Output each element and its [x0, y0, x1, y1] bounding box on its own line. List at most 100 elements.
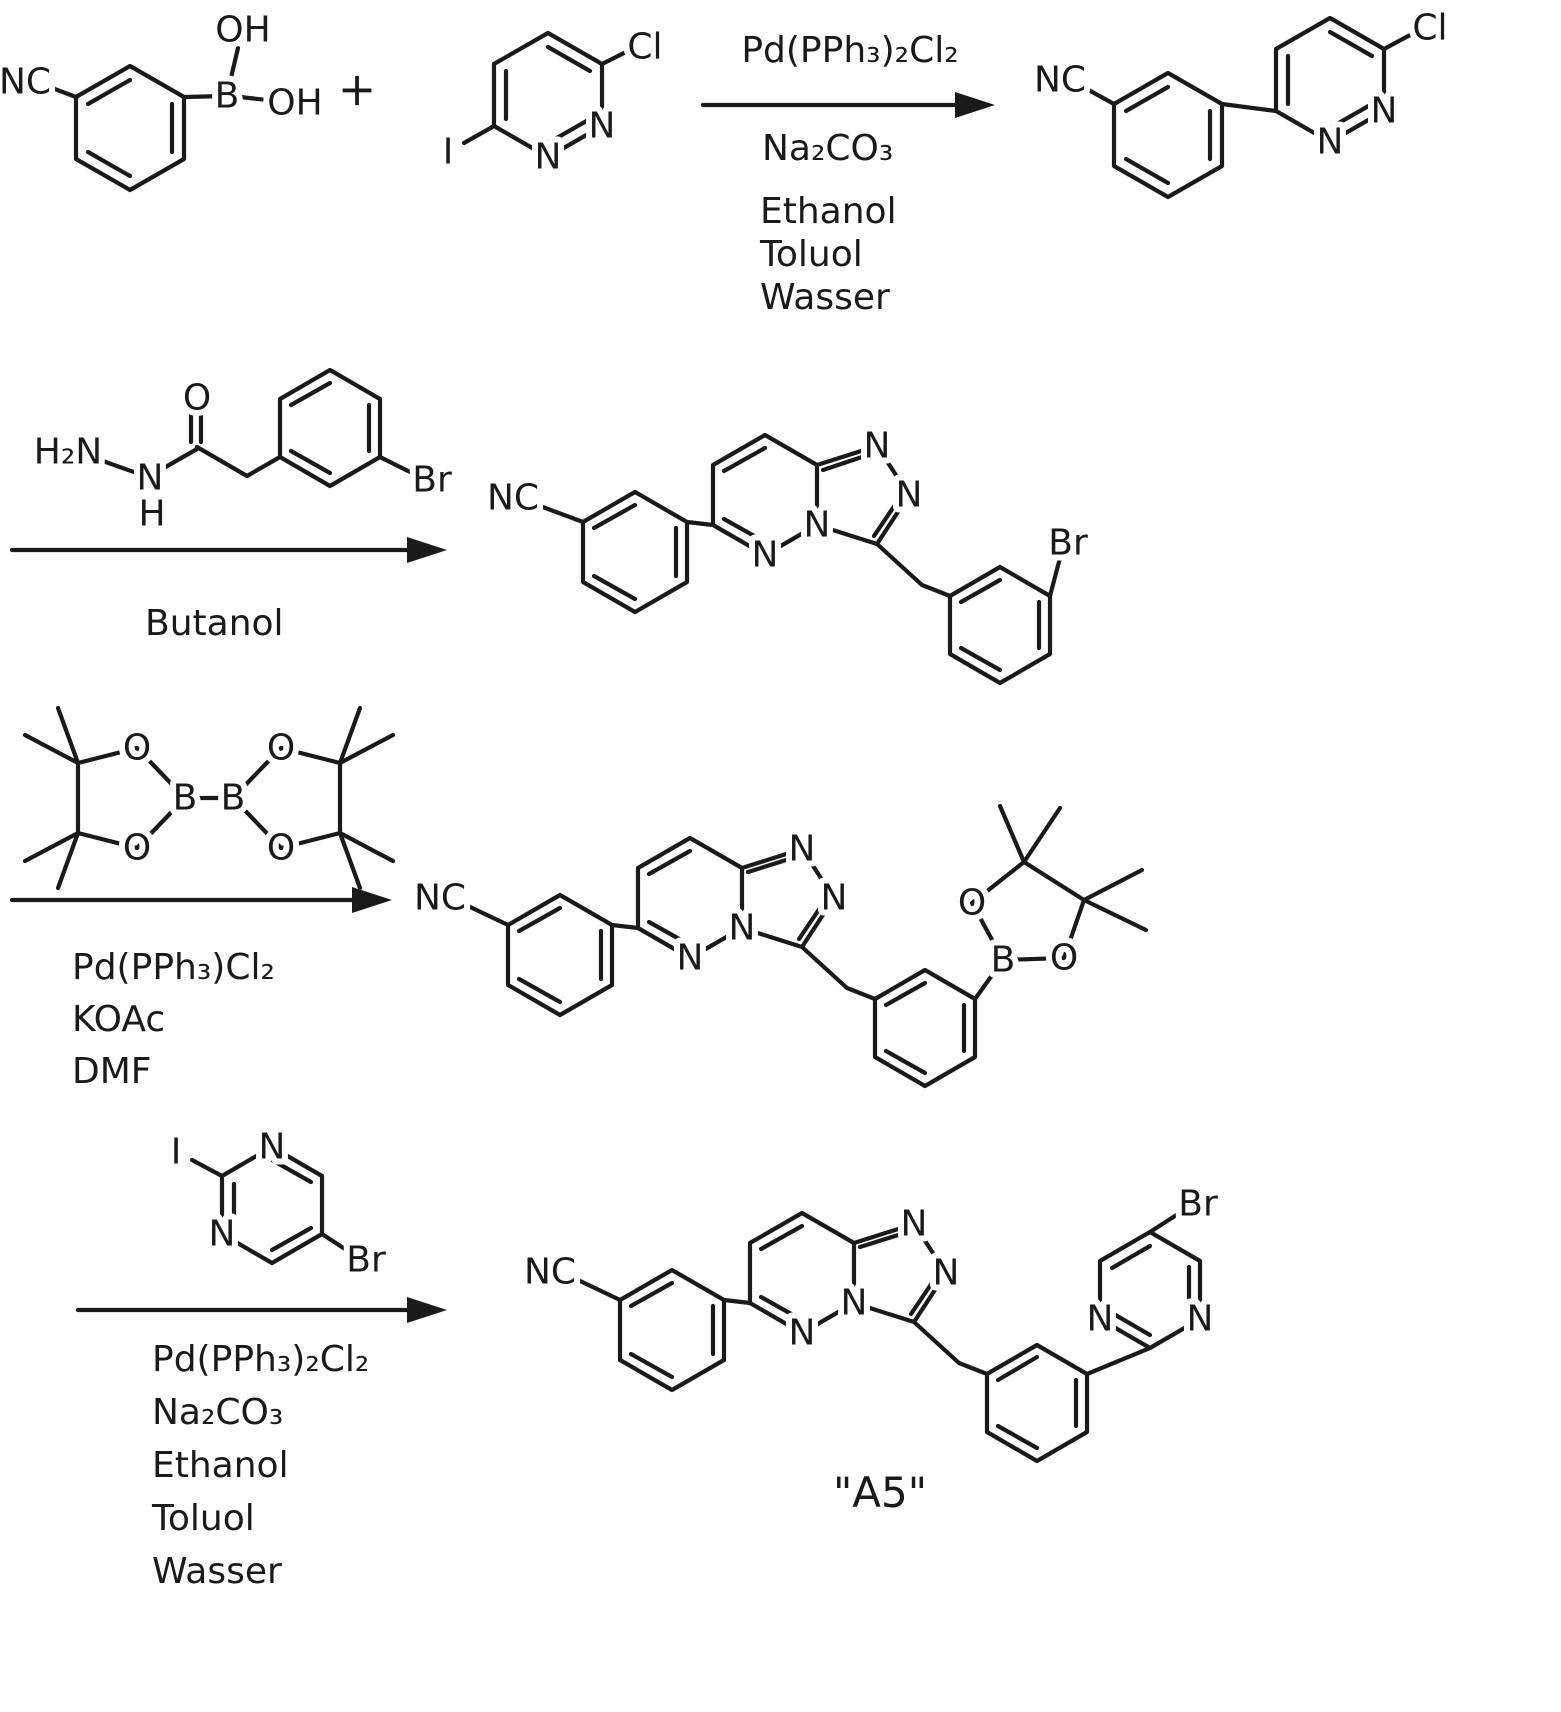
atom-label: N	[1371, 91, 1398, 132]
arrow-head	[407, 1297, 447, 1323]
atom-label: I	[443, 132, 454, 173]
atom-label: O	[958, 883, 986, 924]
step3-condition: DMF	[72, 1051, 152, 1092]
atom-label: Br	[1178, 1184, 1218, 1225]
arrow-head	[955, 92, 995, 118]
bond-path	[1082, 15, 1415, 200]
molecule-final-product-a5: NC N N N N N N Br	[518, 1178, 1224, 1464]
double-bond-path	[231, 1157, 314, 1253]
atom-label: N	[209, 1214, 236, 1255]
step1-condition: Toluol	[760, 234, 863, 275]
atom-label: B	[173, 778, 198, 819]
atom-label: N	[864, 426, 891, 467]
atom-label: Cl	[627, 27, 662, 68]
plus-sign: +	[337, 62, 377, 116]
atom-label: N	[259, 1127, 286, 1168]
step1-condition: Wasser	[760, 277, 890, 318]
bond-path	[97, 367, 413, 489]
atom-label: H₂N	[34, 432, 102, 473]
double-bond-path	[188, 380, 372, 476]
atom-label: OH	[267, 83, 322, 124]
step4-condition: Ethanol	[152, 1445, 289, 1486]
molecule-arylboronic-acid: NC OH B OH	[0, 4, 329, 193]
atom-label: N	[804, 505, 831, 546]
atom-label: NC	[414, 878, 466, 919]
arrow-step-3	[9, 887, 392, 913]
atom-label: N	[1187, 1299, 1214, 1340]
step4-conditions: Pd(PPh₃)₂Cl₂ Na₂CO₃ Ethanol Toluol Wasse…	[152, 1333, 369, 1598]
step1-solvents: Ethanol Toluol Wasser	[760, 190, 897, 319]
bond-path	[537, 432, 1063, 686]
step4-condition: Pd(PPh₃)₂Cl₂	[152, 1339, 370, 1380]
atom-label: I	[171, 1132, 182, 1173]
molecule-bispinacolatodiboron: O O B B O O	[22, 705, 396, 891]
bond-path	[461, 30, 633, 160]
atom-label: Br	[1048, 523, 1088, 564]
arrow-head	[407, 537, 447, 563]
step1-reagent-above: Pd(PPh₃)₂Cl₂	[741, 30, 959, 71]
atom-label: N	[137, 458, 164, 499]
double-bond-path	[1123, 29, 1375, 186]
atom-label: NC	[487, 478, 539, 519]
atom-label: Br	[346, 1240, 386, 1281]
atom-label: O	[267, 828, 295, 869]
product-caption: "A5"	[832, 1468, 928, 1517]
step3-condition: KOAc	[72, 999, 166, 1040]
atom-label: NC	[1034, 60, 1086, 101]
step4-condition: Toluol	[152, 1498, 255, 1539]
bond-path	[49, 45, 279, 193]
atom-label: N	[789, 1313, 816, 1354]
atom-label: O	[267, 728, 295, 769]
atom-label: N	[821, 878, 848, 919]
atom-label: N	[1317, 122, 1344, 163]
step1-condition: Na₂CO₃	[762, 128, 894, 169]
atom-label: B	[991, 940, 1016, 981]
bond-path	[465, 803, 1149, 1089]
step1-condition: Ethanol	[760, 191, 897, 232]
arrow-step-1	[700, 92, 995, 118]
atom-label: OH	[215, 10, 270, 51]
double-bond-path	[85, 77, 175, 179]
molecule-iodopyridazine: Cl I N N	[437, 21, 669, 184]
atom-label: B	[215, 76, 240, 117]
double-bond-path	[516, 848, 967, 1076]
atom-label: NC	[524, 1252, 576, 1293]
atom-label: N	[589, 106, 616, 147]
molecule-coupling-product: NC N N Cl	[1028, 2, 1454, 200]
step4-condition: Na₂CO₃	[152, 1392, 284, 1433]
atom-label: Br	[412, 460, 452, 501]
bond-path	[575, 1210, 1203, 1464]
atom-label: N	[901, 1204, 928, 1245]
atom-label: N	[535, 137, 562, 178]
atom-label: N	[1087, 1299, 1114, 1340]
atom-label: N	[752, 535, 779, 576]
molecule-boronate-ester: NC N N N N B O O	[408, 803, 1149, 1089]
atom-label: B	[221, 778, 246, 819]
atom-label: O	[123, 728, 151, 769]
atom-label: O	[183, 378, 211, 419]
molecule-bromoiodopyrimidine: I N N Br	[165, 1121, 392, 1287]
atom-label: O	[123, 828, 151, 869]
double-bond-path	[591, 445, 1042, 673]
atom-label: NC	[0, 62, 51, 103]
atom-label: O	[1050, 938, 1078, 979]
atom-label: N	[677, 938, 704, 979]
atom-label: N	[841, 1283, 868, 1324]
bond-path	[22, 705, 396, 891]
atom-label: N	[896, 475, 923, 516]
arrow-step-2	[9, 537, 447, 563]
atom-label: N	[933, 1253, 960, 1294]
molecule-hydrazide: H₂N N H O Br	[28, 367, 458, 541]
bond-path	[189, 1144, 351, 1266]
atom-label: N	[789, 829, 816, 870]
arrow-head	[352, 887, 392, 913]
atom-label: Cl	[1412, 8, 1447, 49]
arrow-step-4	[75, 1297, 447, 1323]
step3-conditions: Pd(PPh₃)Cl₂ KOAc DMF	[72, 942, 275, 1098]
double-bond-path	[628, 1223, 1192, 1451]
atom-label: N	[729, 908, 756, 949]
double-bond-path	[503, 44, 593, 146]
atom-label: H	[138, 494, 165, 535]
